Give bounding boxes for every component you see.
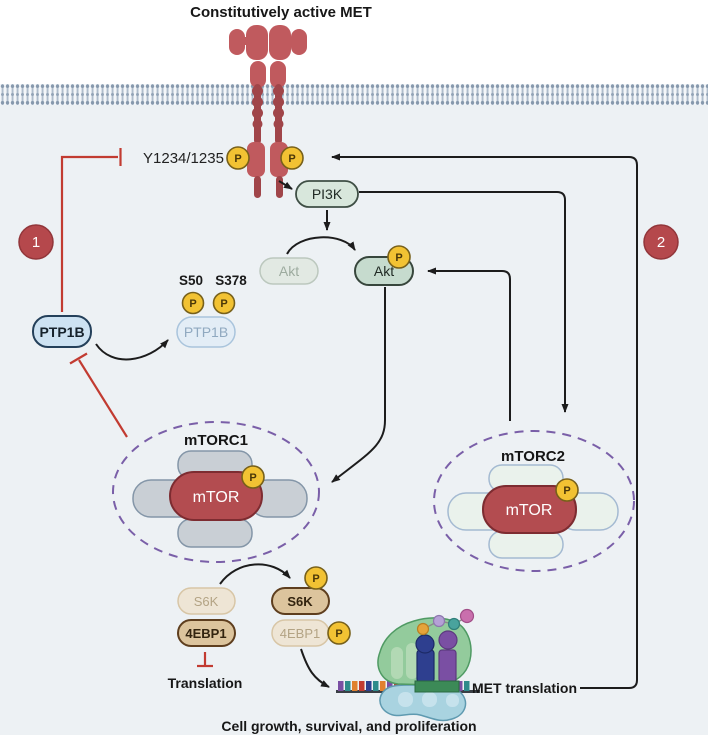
translation-label: Translation bbox=[168, 675, 243, 691]
mtorc1-label: mTORC1 bbox=[184, 432, 248, 449]
akt-phospho-badge: P bbox=[387, 245, 411, 269]
svg-text:mTOR: mTOR bbox=[193, 489, 240, 506]
mtorc1-mtor-core bbox=[169, 471, 263, 521]
4ebp1-active-node: 4EBP1 bbox=[177, 619, 236, 647]
mtorc2-complex: mTORC2 mTOR P bbox=[433, 430, 635, 572]
svg-text:PTP1B: PTP1B bbox=[39, 324, 84, 340]
arrow-akt-activation bbox=[286, 236, 356, 255]
ptp1b-active-node: PTP1B bbox=[32, 315, 92, 348]
svg-text:S6K: S6K bbox=[287, 594, 313, 609]
inhibition-mtorc1-ptp1b bbox=[69, 352, 128, 438]
svg-text:P: P bbox=[234, 153, 241, 165]
akt-inactive-node: Akt bbox=[259, 257, 319, 285]
svg-text:Akt: Akt bbox=[279, 263, 299, 279]
plasma-membrane bbox=[0, 84, 708, 105]
inhibition-ptp1b-met bbox=[60, 148, 122, 312]
s6k-inactive-node: S6K bbox=[177, 587, 236, 615]
svg-text:S6K: S6K bbox=[194, 594, 219, 609]
svg-text:P: P bbox=[288, 153, 295, 165]
receptor-phospho-badge-right: P bbox=[280, 146, 304, 170]
ptp1b-s50-phospho-badge: P bbox=[181, 291, 205, 315]
amino-acid-pink bbox=[459, 608, 475, 624]
arrow-mtorc2-to-akt bbox=[427, 267, 511, 421]
svg-text:PTP1B: PTP1B bbox=[184, 324, 228, 340]
outcome-label: Cell growth, survival, and proliferation bbox=[221, 718, 476, 734]
svg-text:mTOR: mTOR bbox=[506, 502, 553, 519]
trna-purple bbox=[438, 649, 457, 683]
cell-interior bbox=[0, 105, 708, 735]
amino-acid-lavender bbox=[432, 614, 446, 628]
s6k-phospho-badge: P bbox=[304, 566, 328, 590]
receptor-phospho-site-label: Y1234/1235 bbox=[143, 150, 224, 167]
svg-text:Akt: Akt bbox=[374, 263, 394, 279]
amino-acid-orange bbox=[416, 622, 430, 636]
svg-text:P: P bbox=[312, 573, 319, 585]
arrow-4ebp1-to-mrna bbox=[300, 648, 330, 688]
step-marker-2: 2 bbox=[643, 224, 679, 260]
mtorc1-complex: mTORC1 mTOR P bbox=[112, 421, 320, 563]
svg-text:P: P bbox=[563, 485, 570, 497]
svg-text:P: P bbox=[395, 252, 402, 264]
arrow-pi3k-to-mtorc2 bbox=[359, 191, 569, 413]
step-marker-1: 1 bbox=[18, 224, 54, 260]
arrow-akt-to-mtorc1 bbox=[331, 287, 386, 483]
mtorc2-mtor-core bbox=[482, 485, 577, 534]
amino-acid-teal bbox=[447, 617, 461, 631]
s6k-active-node: S6K bbox=[271, 587, 330, 615]
inhibition-4ebp1-translation bbox=[197, 652, 213, 668]
mtorc2-label: mTORC2 bbox=[501, 448, 565, 465]
svg-text:P: P bbox=[189, 298, 196, 310]
svg-text:4EBP1: 4EBP1 bbox=[280, 626, 320, 641]
pi3k-node: PI3K bbox=[295, 180, 359, 208]
arrow-ptp1b-phosphorylation bbox=[95, 339, 169, 361]
met-receptor-icon bbox=[229, 25, 307, 198]
svg-text:P: P bbox=[220, 298, 227, 310]
svg-text:2: 2 bbox=[657, 234, 665, 251]
receptor-phospho-badge-left: P bbox=[226, 146, 250, 170]
svg-text:4EBP1: 4EBP1 bbox=[185, 626, 226, 641]
ptp1b-phospho-node: PTP1B S50 S378 bbox=[176, 273, 247, 348]
4ebp1-phospho-node: 4EBP1 bbox=[271, 619, 330, 647]
arrow-met-translation-to-receptor bbox=[331, 153, 638, 689]
svg-text:1: 1 bbox=[32, 234, 40, 251]
trna-blue bbox=[416, 649, 435, 683]
mtorc1-phospho-badge: P bbox=[241, 465, 265, 489]
svg-text:P: P bbox=[335, 628, 342, 640]
arrow-receptor-to-pi3k bbox=[278, 180, 293, 190]
ptp1b-site-s50: S50 bbox=[179, 273, 203, 288]
diagram-title: Constitutively active MET bbox=[190, 4, 372, 21]
arrow-s6k-activation bbox=[219, 563, 291, 585]
4ebp1-phospho-badge: P bbox=[327, 621, 351, 645]
ptp1b-s378-phospho-badge: P bbox=[212, 291, 236, 315]
svg-text:PI3K: PI3K bbox=[312, 186, 343, 202]
svg-text:P: P bbox=[249, 472, 256, 484]
met-translation-label: MET translation bbox=[472, 680, 577, 696]
mtorc2-phospho-badge: P bbox=[555, 478, 579, 502]
ptp1b-site-s378: S378 bbox=[215, 273, 247, 288]
ribosome-icon bbox=[377, 608, 475, 722]
